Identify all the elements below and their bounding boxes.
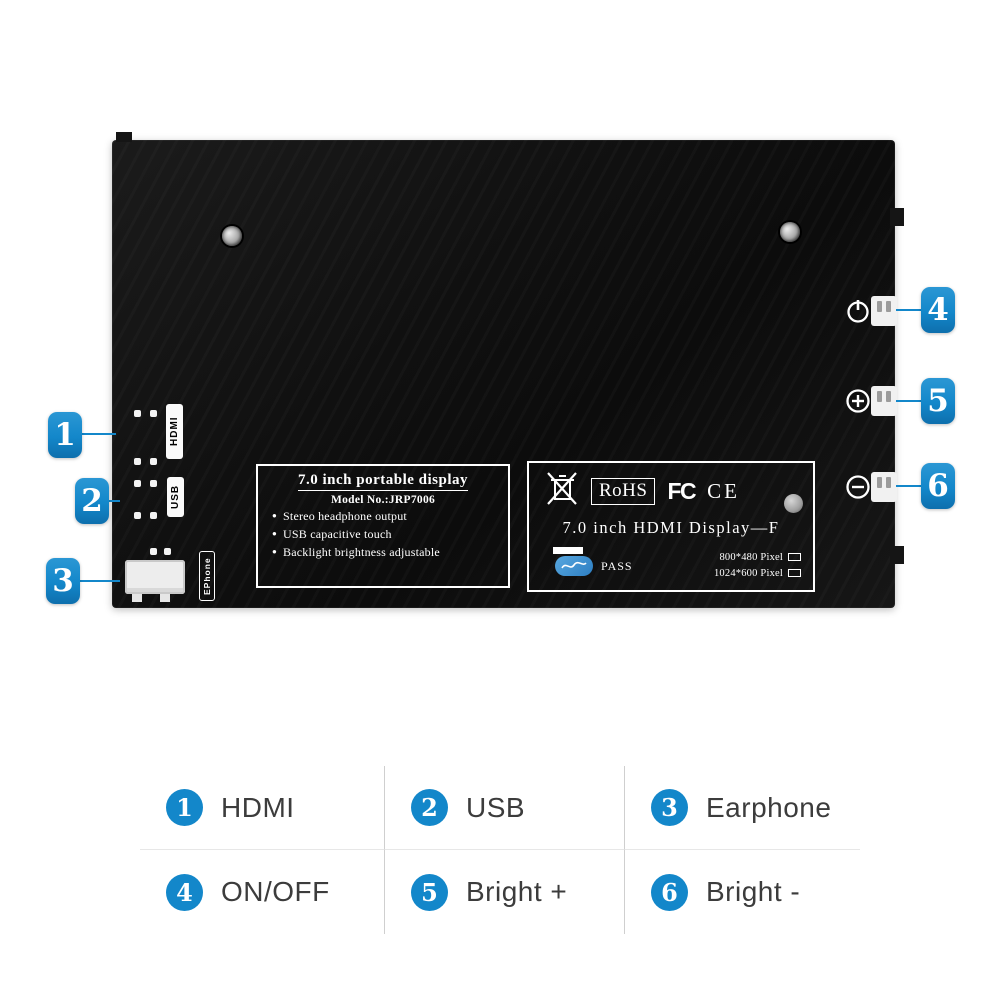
ce-mark: CE (707, 479, 740, 503)
aspect-icon (788, 553, 801, 561)
brightness-plus-icon (844, 387, 872, 415)
aspect-icon (788, 569, 801, 578)
callout-line-3 (78, 580, 120, 582)
edge-tab (890, 208, 904, 226)
legend-label: USB (466, 791, 526, 823)
rohs-mark: RoHS (591, 478, 656, 505)
edge-tab (890, 546, 904, 564)
resolution-item: 800*480 Pixel (719, 552, 801, 563)
screw (780, 222, 800, 242)
screw (222, 226, 242, 246)
legend-label: ON/OFF (221, 876, 330, 907)
solder-pad (150, 410, 157, 417)
resolution-list: 800*480 Pixel 1024*600 Pixel (714, 550, 801, 583)
weee-bin-icon (545, 470, 579, 513)
button-connector (871, 472, 897, 502)
brand-logo (555, 556, 593, 577)
resolution-item: 1024*600 Pixel (714, 568, 801, 579)
weee-bar (553, 547, 583, 554)
legend-item-bright-plus: 5 Bright + (385, 850, 625, 934)
solder-pad (134, 480, 141, 487)
solder-pad (150, 512, 157, 519)
legend-label: HDMI (221, 791, 295, 823)
button-connector (871, 296, 897, 326)
jack-leg (160, 594, 170, 602)
earphone-port-label: EPhone (199, 551, 215, 601)
legend-item-bright-minus: 6 Bright - (625, 850, 860, 934)
screw (784, 494, 803, 513)
legend-table: 1 HDMI 2 USB 3 Earphone 4 ON/OFF 5 Brigh… (140, 766, 860, 934)
solder-pad (134, 410, 141, 417)
button-connector (871, 386, 897, 416)
jack-leg (132, 594, 142, 602)
callout-badge-bright-plus: 5 (921, 378, 955, 424)
solder-pad (164, 548, 171, 555)
model-number: Model No.:JRP7006 (330, 494, 436, 506)
certification-marks: RoHS FC CE (529, 463, 813, 513)
solder-pad (150, 480, 157, 487)
solder-pad (134, 458, 141, 465)
feature-item: USB capacitive touch (272, 527, 500, 542)
edge-tab (116, 132, 132, 142)
brightness-minus-icon (844, 473, 872, 501)
pass-text: PASS (601, 558, 633, 573)
legend-num: 3 (651, 789, 688, 826)
usb-port-label: USB (167, 477, 184, 517)
solder-pad (150, 548, 157, 555)
callout-badge-onoff: 4 (921, 287, 955, 333)
fcc-mark: FC (667, 478, 696, 504)
spec-sticker: 7.0 inch portable display Model No.:JRP7… (256, 464, 510, 588)
callout-badge-bright-minus: 6 (921, 463, 955, 509)
legend-label: Bright - (706, 876, 801, 907)
callout-line-2 (106, 500, 120, 502)
product-title: 7.0 inch HDMI Display—F (562, 518, 780, 537)
sticker-bottom-row: PASS 800*480 Pixel 1024*600 Pixel (529, 550, 813, 583)
legend-num: 4 (166, 873, 203, 911)
callout-line-1 (80, 433, 116, 435)
legend-item-earphone: 3 Earphone (625, 766, 860, 850)
legend-num: 5 (411, 873, 448, 911)
certification-sticker: RoHS FC CE 7.0 inch HDMI Display—F PASS … (527, 461, 815, 592)
legend-num: 6 (651, 873, 688, 911)
earphone-jack (125, 560, 185, 594)
power-icon (844, 297, 872, 325)
callout-line-6 (896, 485, 924, 487)
sticker-title: 7.0 inch portable display (266, 471, 500, 491)
legend-item-usb: 2 USB (385, 766, 625, 850)
callout-line-4 (896, 309, 924, 311)
callout-badge-usb: 2 (75, 478, 109, 524)
callout-badge-earphone: 3 (46, 558, 80, 604)
feature-item: Backlight brightness adjustable (272, 545, 500, 560)
legend-label: Bright + (466, 876, 568, 907)
solder-pad (134, 512, 141, 519)
feature-item: Stereo headphone output (272, 509, 500, 524)
legend-num: 1 (166, 789, 203, 826)
hdmi-port-label: HDMI (166, 404, 183, 459)
display-back-panel: HDMI USB EPhone 7.0 inch portable displa… (112, 132, 904, 608)
legend-label: Earphone (706, 791, 832, 823)
callout-badge-hdmi: 1 (48, 412, 82, 458)
legend-item-onoff: 4 ON/OFF (140, 850, 385, 934)
solder-pad (150, 458, 157, 465)
legend-num: 2 (411, 789, 448, 826)
callout-line-5 (896, 400, 924, 402)
legend-item-hdmi: 1 HDMI (140, 766, 385, 850)
